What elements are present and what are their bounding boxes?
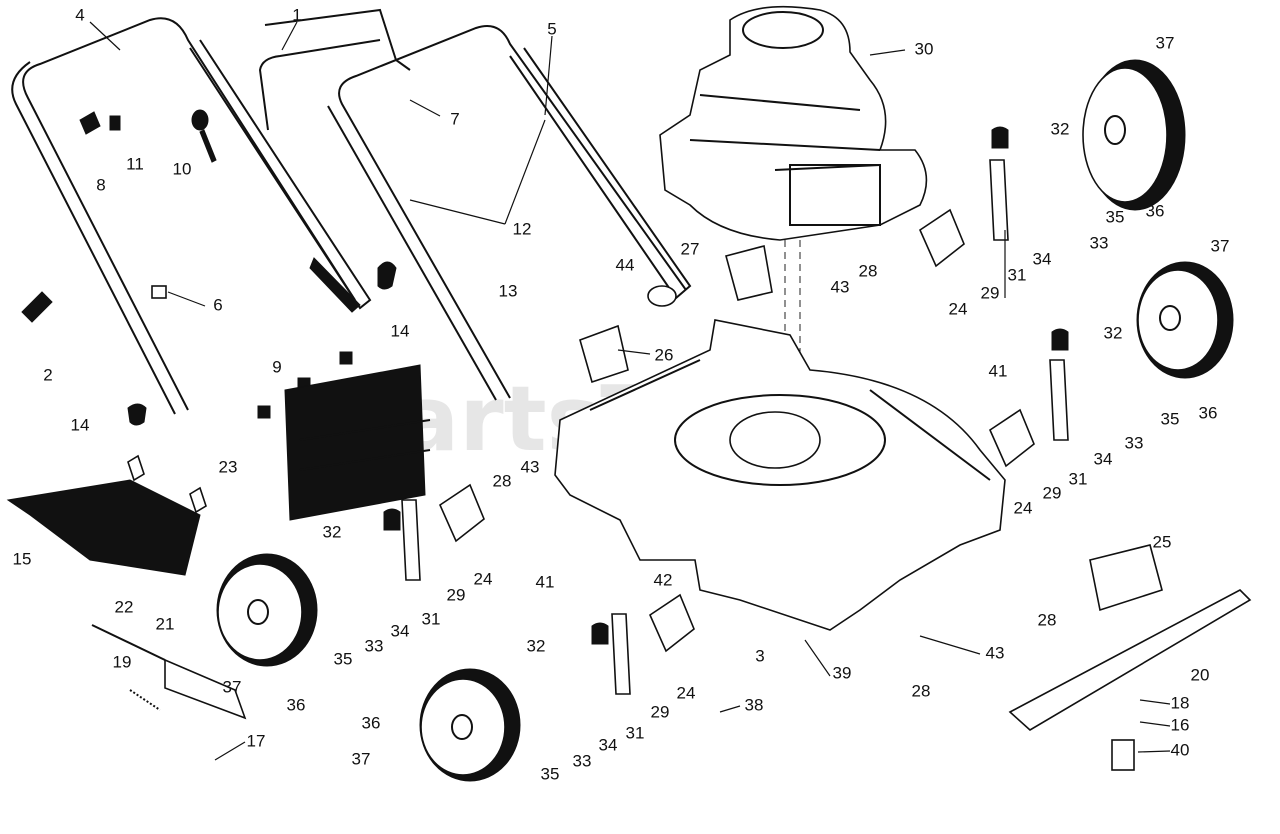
callout-10: 10 [173,159,192,178]
callout-27: 27 [681,239,700,258]
callout-29: 29 [651,702,670,721]
callout-1: 1 [292,5,301,24]
callout-34: 34 [391,621,410,640]
rear-shield [284,364,431,521]
callout-32: 32 [1051,119,1070,138]
callout-31: 31 [1069,469,1088,488]
callout-15: 15 [13,549,32,568]
callout-24: 24 [1014,498,1033,517]
callout-32: 32 [1104,323,1123,342]
callout-39: 39 [833,663,852,682]
callout-32: 32 [323,522,342,541]
callout-37: 37 [223,677,242,696]
callout-43: 43 [521,457,540,476]
callout-31: 31 [422,609,441,628]
callout-29: 29 [1043,483,1062,502]
wheel-rear-right-top [1082,59,1186,211]
callout-34: 34 [599,735,618,754]
callout-28: 28 [912,681,931,700]
callout-40: 40 [1171,740,1190,759]
callout-7: 7 [450,109,459,128]
callout-2: 2 [43,365,52,384]
callout-44: 44 [616,255,635,274]
callout-33: 33 [1125,433,1144,452]
callout-32: 32 [527,636,546,655]
callout-22: 22 [115,597,134,616]
callout-28: 28 [859,261,878,280]
callout-11: 11 [126,154,144,173]
callout-25: 25 [1153,532,1172,551]
callout-19: 19 [113,652,132,671]
callout-35: 35 [541,764,560,783]
callout-37: 37 [1211,236,1230,255]
callout-18: 18 [1171,693,1190,712]
callout-34: 34 [1094,449,1113,468]
callout-35: 35 [334,649,353,668]
control-bar [258,8,411,131]
callout-36: 36 [1146,201,1165,220]
callout-33: 33 [573,751,592,770]
callout-35: 35 [1161,409,1180,428]
callout-16: 16 [1171,715,1190,734]
callout-24: 24 [474,569,493,588]
callout-37: 37 [1156,33,1175,52]
callout-28: 28 [493,471,512,490]
callout-37: 37 [352,749,371,768]
callout-29: 29 [981,283,1000,302]
callout-42: 42 [654,570,673,589]
callout-17: 17 [247,731,266,750]
callout-26: 26 [655,345,674,364]
callout-31: 31 [626,723,645,742]
callout-33: 33 [1090,233,1109,252]
blade [1008,544,1252,771]
callout-41: 41 [536,572,555,591]
callout-36: 36 [1199,403,1218,422]
callout-36: 36 [287,695,306,714]
callout-4: 4 [75,5,84,24]
callout-14: 14 [391,321,410,340]
rear-axle-parts [91,624,247,720]
wheel-rear-right-bottom [1136,261,1234,379]
height-adjuster-brackets [383,126,1069,695]
callout-38: 38 [745,695,764,714]
callout-30: 30 [915,39,934,58]
callout-35: 35 [1106,207,1125,226]
callout-12: 12 [513,219,532,238]
callout-29: 29 [447,585,466,604]
mower-deck [554,319,1006,631]
leader-lines [89,21,1171,761]
callout-13: 13 [499,281,518,300]
callout-31: 31 [1008,265,1027,284]
lower-handle [327,25,692,401]
callout-14: 14 [71,415,90,434]
callout-5: 5 [547,19,556,38]
callout-43: 43 [831,277,850,296]
callout-33: 33 [365,636,384,655]
callout-36: 36 [362,713,381,732]
engine [659,5,928,440]
callout-34: 34 [1033,249,1052,268]
callout-43: 43 [986,643,1005,662]
callout-6: 6 [213,295,222,314]
wheel-front-left [216,553,318,667]
callout-28: 28 [1038,610,1057,629]
callout-20: 20 [1191,665,1210,684]
callout-24: 24 [949,299,968,318]
callout-9: 9 [272,357,281,376]
callout-8: 8 [96,175,105,194]
callout-23: 23 [219,457,238,476]
callout-21: 21 [156,614,175,633]
callout-41: 41 [989,361,1008,380]
upper-handle [11,17,372,415]
side-discharge-chute [6,454,207,576]
wheel-front-bottom [419,668,521,782]
callout-3: 3 [755,646,764,665]
callout-24: 24 [677,683,696,702]
hardware-small-parts [21,109,773,426]
